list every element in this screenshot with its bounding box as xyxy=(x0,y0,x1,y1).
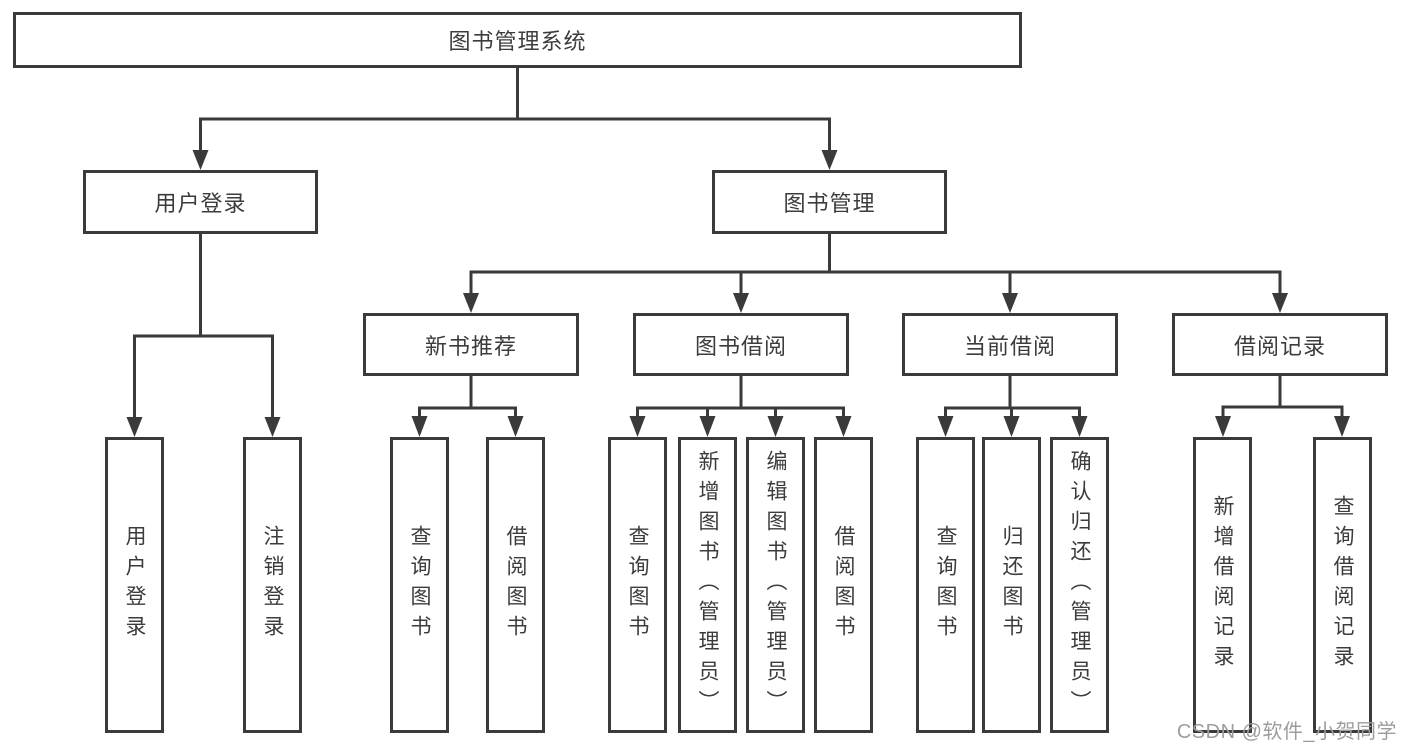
leaf-return-books: 归还图书 xyxy=(982,437,1041,733)
leaf-add-book-admin: 新增图书（管理员） xyxy=(678,437,737,733)
leaf-query-books-borrow: 查询图书 xyxy=(608,437,667,733)
leaf-query-borrow-record: 查询借阅记录 xyxy=(1313,437,1372,733)
leaf-confirm-return-admin: 确认归还（管理员） xyxy=(1050,437,1109,733)
node-book-borrow-label: 图书借阅 xyxy=(694,333,787,359)
node-current-borrow-label: 当前借阅 xyxy=(963,333,1056,359)
leaf-query-books-current-label: 查询图书 xyxy=(934,525,957,645)
leaf-confirm-return-admin-label: 确认归还（管理员） xyxy=(1068,450,1091,720)
node-library-system-label: 图书管理系统 xyxy=(448,29,587,54)
leaf-borrow-books-recommend-label: 借阅图书 xyxy=(504,525,527,645)
leaf-query-books-borrow-label: 查询图书 xyxy=(626,525,649,645)
connector-current-borrow-group xyxy=(937,374,1088,437)
leaf-borrow-books-label: 借阅图书 xyxy=(832,525,855,645)
leaf-logout: 注销登录 xyxy=(243,437,302,733)
leaf-add-borrow-record: 新增借阅记录 xyxy=(1193,437,1252,733)
leaf-edit-book-admin: 编辑图书（管理员） xyxy=(746,437,805,733)
leaf-add-book-admin-label: 新增图书（管理员） xyxy=(696,450,719,720)
leaf-query-books-recommend: 查询图书 xyxy=(390,437,449,733)
node-current-borrow: 当前借阅 xyxy=(902,313,1118,376)
leaf-query-borrow-record-label: 查询借阅记录 xyxy=(1331,495,1354,675)
connector-new-book-group xyxy=(411,374,524,437)
node-library-system: 图书管理系统 xyxy=(13,12,1022,68)
node-user-login-label: 用户登录 xyxy=(154,191,247,216)
leaf-borrow-books-recommend: 借阅图书 xyxy=(486,437,545,733)
node-new-book-recommend: 新书推荐 xyxy=(363,313,579,376)
connector-borrow-records-group xyxy=(1215,374,1350,437)
leaf-logout-label: 注销登录 xyxy=(261,525,284,645)
node-book-borrow: 图书借阅 xyxy=(633,313,849,376)
node-new-book-recommend-label: 新书推荐 xyxy=(424,333,517,359)
node-user-login: 用户登录 xyxy=(83,170,318,234)
connector-book-mgmt-to-level3 xyxy=(463,232,1288,313)
leaf-return-books-label: 归还图书 xyxy=(1000,525,1023,645)
leaf-query-books-current: 查询图书 xyxy=(916,437,975,733)
connector-book-borrow-group xyxy=(629,374,852,437)
leaf-add-borrow-record-label: 新增借阅记录 xyxy=(1211,495,1234,675)
node-book-management: 图书管理 xyxy=(712,170,947,234)
csdn-watermark: CSDN @软件_小贺同学 xyxy=(1176,721,1397,743)
node-borrow-records: 借阅记录 xyxy=(1172,313,1388,376)
connector-user-login-to-leaves xyxy=(126,232,281,437)
connector-root-to-level2 xyxy=(192,66,838,170)
leaf-borrow-books: 借阅图书 xyxy=(814,437,873,733)
leaf-edit-book-admin-label: 编辑图书（管理员） xyxy=(764,450,787,720)
node-book-management-label: 图书管理 xyxy=(783,191,876,216)
node-borrow-records-label: 借阅记录 xyxy=(1233,333,1326,359)
leaf-user-login: 用户登录 xyxy=(105,437,164,733)
leaf-query-books-recommend-label: 查询图书 xyxy=(408,525,431,645)
leaf-user-login-label: 用户登录 xyxy=(123,525,146,645)
